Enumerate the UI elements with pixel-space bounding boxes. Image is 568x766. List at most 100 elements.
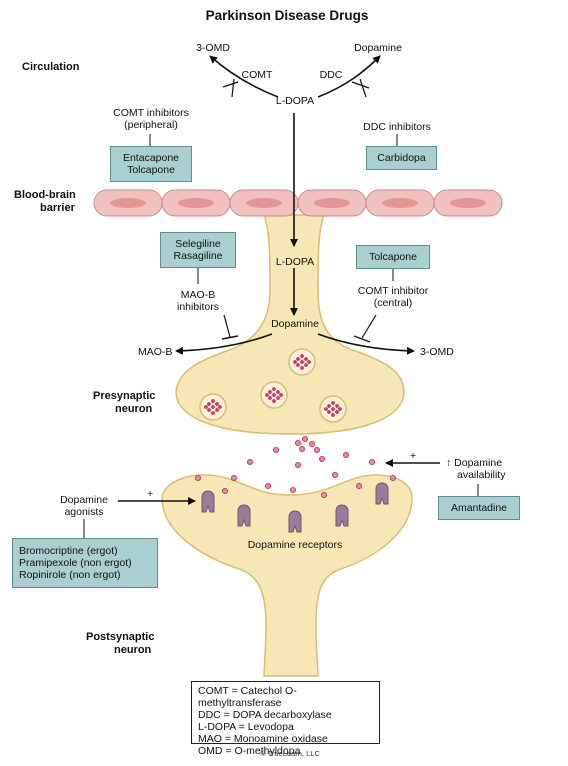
dopamine-molecule: [299, 359, 305, 365]
comt-peripheral-label-line1: COMT inhibitors: [113, 107, 189, 119]
comt-central-label-line1: COMT inhibitor: [357, 285, 429, 297]
dopamine-molecule: [217, 404, 223, 410]
abbreviation-legend: COMT = Catechol O-methyltransferase DDC …: [191, 681, 380, 757]
released-dopamine-molecule: [230, 474, 237, 481]
dopamine-molecule: [214, 401, 220, 407]
label-ldopa-brain: L-DOPA: [275, 256, 315, 268]
dopamine-molecule: [299, 365, 305, 371]
released-dopamine-molecule: [320, 491, 327, 498]
released-dopamine-molecule: [294, 461, 301, 468]
amantadine-label-line2: availability: [457, 469, 506, 481]
released-dopamine: [194, 435, 396, 498]
dopamine-molecule: [210, 404, 216, 410]
arrow-ldopa-to-dopamine: [317, 55, 381, 98]
dopamine-molecule: [323, 406, 329, 412]
synaptic-vesicles: [199, 348, 347, 423]
cell-nucleus: [110, 198, 146, 208]
blood-brain-barrier: [93, 189, 503, 217]
ddc-drug-box: Carbidopa: [366, 146, 437, 170]
comt-central-drug-box: Tolcapone: [356, 245, 430, 269]
drug-pramipexole: Pramipexole (non ergot): [19, 557, 132, 569]
dopamine-molecule: [330, 400, 336, 406]
arrow-dopamine-to-mao-b: [175, 333, 273, 355]
mao-b-label-line1: MAO-B: [180, 289, 216, 301]
dopamine-receptor: [288, 510, 302, 533]
released-dopamine-molecule: [272, 446, 279, 453]
drug-carbidopa: Carbidopa: [377, 152, 426, 164]
released-dopamine-molecule: [331, 471, 338, 478]
dopamine-molecule: [264, 392, 270, 398]
drug-entacapone: Entacapone: [122, 152, 180, 164]
mao-b-inhibit-bar: [221, 335, 239, 340]
drug-bromocriptine: Bromocriptine (ergot): [19, 545, 118, 557]
dopamine-receptors: [201, 482, 389, 533]
ddc-inhibit-bar: [351, 81, 370, 89]
comt-central-inhibit-bar: [353, 335, 371, 343]
label-comt-enzyme: COMT: [241, 69, 273, 81]
released-dopamine-molecule: [342, 451, 349, 458]
page-title: Parkinson Disease Drugs: [205, 8, 369, 23]
comt-peripheral-label-line2: (peripheral): [124, 119, 178, 131]
dopamine-molecule: [267, 389, 273, 395]
released-dopamine-molecule: [308, 440, 315, 447]
dopamine-molecule: [271, 398, 277, 404]
legend-ldopa: L-DOPA = Levodopa: [198, 721, 294, 733]
legend-ddc: DDC = DOPA decarboxylase: [198, 709, 332, 721]
released-dopamine-molecule: [318, 455, 325, 462]
label-3omd-circulation: 3-OMD: [196, 42, 230, 54]
dopamine-receptor: [375, 482, 389, 505]
released-dopamine-molecule: [194, 474, 201, 481]
released-dopamine-molecule: [313, 446, 320, 453]
receptors-label: Dopamine receptors: [247, 539, 343, 551]
released-dopamine-molecule: [301, 435, 308, 442]
ddc-inhibit-line: [359, 78, 367, 98]
region-circulation: Circulation: [22, 61, 80, 73]
cell-nucleus: [178, 198, 214, 208]
label-ddc-enzyme: DDC: [319, 69, 343, 81]
dopamine-receptor: [237, 504, 251, 527]
region-postsynaptic-line1: Postsynaptic: [86, 631, 155, 643]
released-dopamine-molecule: [298, 445, 305, 452]
dopamine-molecule: [330, 412, 336, 418]
region-bbb-line1: Blood-brain: [14, 189, 76, 201]
dopamine-molecule: [210, 410, 216, 416]
released-dopamine-molecule: [355, 482, 362, 489]
dopamine-molecule: [295, 362, 301, 368]
arrow-ldopa-to-3omd: [209, 55, 279, 98]
dopamine-molecule: [214, 407, 220, 413]
dopamine-molecule: [330, 406, 336, 412]
dopamine-molecule: [334, 403, 340, 409]
dopamine-receptor: [335, 504, 349, 527]
dopamine-molecule: [334, 409, 340, 415]
comt-central-inhibit-line: [361, 314, 377, 339]
dopamine-molecule: [271, 386, 277, 392]
dopamine-molecule: [292, 359, 298, 365]
legend-comt: COMT = Catechol O-methyltransferase: [198, 685, 297, 709]
dopamine-molecule: [275, 389, 281, 395]
drug-selegiline: Selegiline: [175, 238, 221, 250]
mao-b-inhibit-line: [223, 314, 231, 338]
region-presynaptic-line2: neuron: [115, 403, 153, 415]
dopamine-molecule: [295, 356, 301, 362]
cell-nucleus: [382, 198, 418, 208]
arrow-dopamine-to-3omd: [317, 333, 415, 355]
amantadine-label-line1: ↑ Dopamine: [446, 457, 503, 469]
drug-rasagiline: Rasagiline: [173, 250, 223, 262]
released-dopamine-molecule: [289, 486, 296, 493]
cell-nucleus: [314, 198, 350, 208]
released-dopamine-molecule: [389, 474, 396, 481]
region-bbb-line2: barrier: [40, 202, 75, 214]
dopamine-receptor: [201, 490, 215, 513]
label-mao-b: MAO-B: [138, 346, 173, 358]
label-dopamine-brain: Dopamine: [271, 318, 319, 330]
dopamine-molecule: [203, 404, 209, 410]
dopamine-molecule: [326, 409, 332, 415]
agonists-label-line1: Dopamine: [60, 494, 108, 506]
released-dopamine-molecule: [221, 487, 228, 494]
released-dopamine-molecule: [294, 439, 301, 446]
amantadine-plus-sign: +: [410, 450, 417, 462]
dopamine-molecule: [326, 403, 332, 409]
comt-inhibit-bar: [222, 81, 239, 88]
